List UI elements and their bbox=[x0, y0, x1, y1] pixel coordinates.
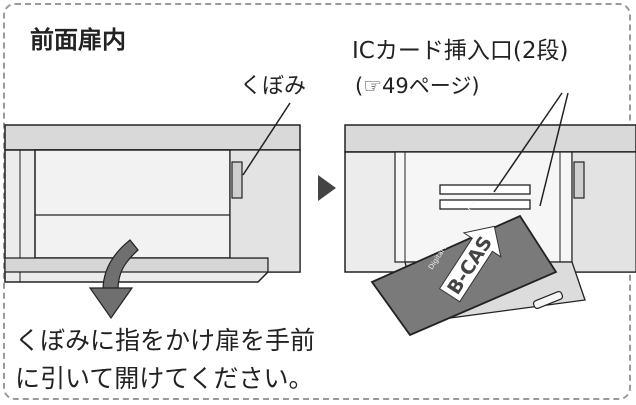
bcas-card: B-CAS Digital Access Systems bbox=[370, 199, 558, 337]
card-slot-lower bbox=[439, 199, 531, 210]
next-step-triangle-icon bbox=[318, 175, 336, 201]
instruction-line-2: に引いて開けてください。 bbox=[15, 364, 314, 393]
page-reference-label: (☞49ページ) bbox=[355, 74, 480, 98]
hollow-leader-line bbox=[242, 102, 291, 176]
section-title: 前面扉内 bbox=[30, 26, 126, 54]
slot-leader-line-upper bbox=[493, 92, 563, 193]
instruction-line-1: くぼみに指をかけ扉を手前 bbox=[15, 326, 316, 355]
hollow-label: くぼみ bbox=[240, 74, 307, 99]
hollow-notch bbox=[231, 161, 243, 199]
card-slot-label: ICカード挿入口(2段) bbox=[352, 38, 569, 64]
slot-leader-line-lower bbox=[539, 92, 569, 207]
pull-arrow bbox=[88, 239, 139, 320]
recorder-closed bbox=[4, 124, 301, 283]
card-slot-upper bbox=[439, 184, 531, 195]
